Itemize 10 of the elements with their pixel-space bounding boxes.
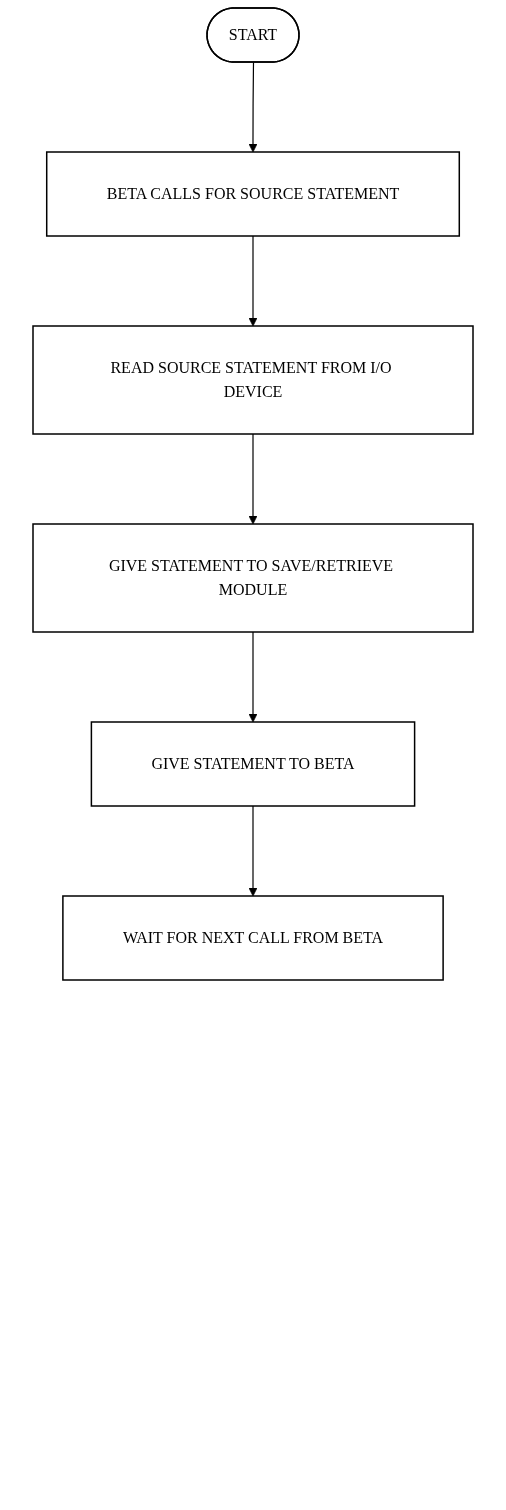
arrow bbox=[248, 805, 258, 897]
node-box: GIVE STATEMENT TO SAVE/RETRIEVE MODULE bbox=[32, 523, 474, 633]
arrow bbox=[248, 235, 258, 327]
node-box: BETA CALLS FOR SOURCE STATEMENT bbox=[45, 151, 461, 237]
arrow bbox=[248, 433, 258, 525]
node-box: READ SOURCE STATEMENT FROM I/O DEVICE bbox=[32, 325, 474, 435]
arrow bbox=[248, 61, 258, 153]
node-box: WAIT FOR NEXT CALL FROM BETA bbox=[62, 895, 444, 981]
node-box: GIVE STATEMENT TO BETA bbox=[90, 721, 416, 807]
arrow bbox=[248, 631, 258, 723]
